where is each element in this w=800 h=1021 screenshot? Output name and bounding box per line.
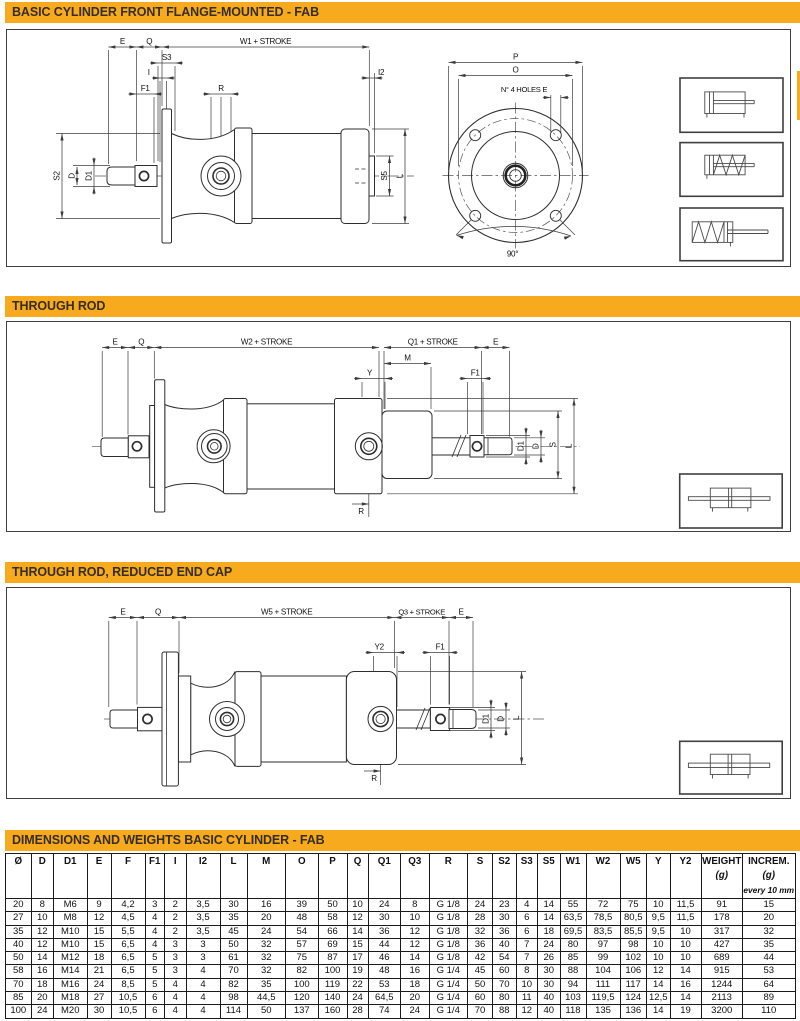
svg-text:F1: F1	[471, 369, 481, 378]
svg-text:Q1 + STROKE: Q1 + STROKE	[408, 338, 459, 347]
svg-text:P: P	[513, 53, 518, 62]
svg-text:F1: F1	[436, 643, 446, 652]
svg-text:O: O	[513, 66, 519, 75]
svg-text:S5: S5	[380, 171, 389, 181]
svg-text:W2 + STROKE: W2 + STROKE	[241, 338, 293, 347]
svg-text:E: E	[493, 338, 499, 347]
svg-text:E: E	[120, 608, 126, 617]
svg-text:D: D	[497, 716, 506, 722]
svg-text:R: R	[218, 84, 224, 93]
svg-text:Q: Q	[146, 37, 152, 46]
svg-text:D1: D1	[517, 441, 526, 452]
svg-text:S3: S3	[162, 53, 172, 62]
svg-text:D: D	[532, 443, 541, 449]
svg-text:S2: S2	[53, 171, 62, 181]
svg-text:E: E	[458, 608, 464, 617]
svg-text:L: L	[565, 443, 574, 448]
svg-text:Y2: Y2	[375, 643, 385, 652]
svg-text:R: R	[371, 774, 377, 783]
svg-text:E: E	[120, 37, 126, 46]
svg-text:N° 4 HOLES E: N° 4 HOLES E	[501, 85, 548, 94]
svg-text:D1: D1	[482, 713, 491, 724]
svg-text:Q: Q	[138, 338, 144, 347]
svg-text:W1 + STROKE: W1 + STROKE	[240, 37, 292, 46]
svg-text:Y: Y	[367, 369, 373, 378]
svg-text:W5 + STROKE: W5 + STROKE	[261, 608, 313, 617]
svg-text:I: I	[148, 68, 150, 77]
svg-text:Q3 + STROKE: Q3 + STROKE	[398, 608, 445, 617]
svg-text:90°: 90°	[507, 250, 518, 259]
svg-text:L: L	[396, 173, 405, 178]
svg-text:D1: D1	[85, 170, 94, 181]
svg-text:M: M	[404, 354, 411, 363]
svg-text:E: E	[113, 338, 119, 347]
svg-text:S: S	[549, 441, 558, 447]
svg-text:R: R	[358, 507, 364, 516]
svg-text:I2: I2	[378, 68, 385, 77]
svg-text:L: L	[512, 715, 521, 720]
svg-text:F1: F1	[141, 84, 151, 93]
svg-text:Q: Q	[155, 608, 161, 617]
svg-text:D: D	[68, 173, 77, 179]
